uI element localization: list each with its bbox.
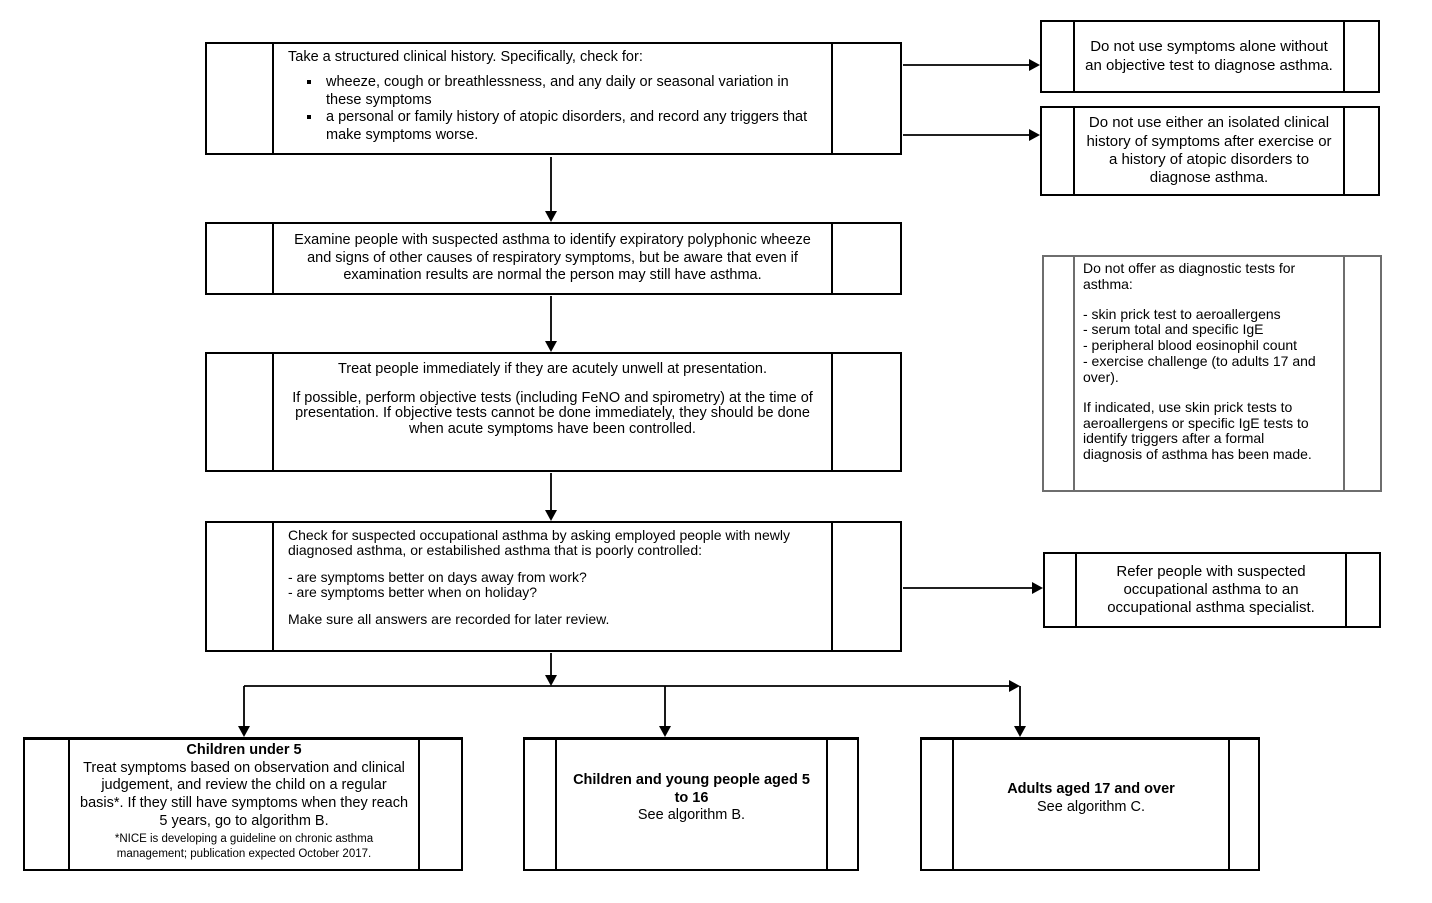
side-cell [1042,108,1075,194]
outcome1-body: Treat symptoms based on observation and … [80,759,409,829]
occupational-para1: Check for suspected occupational asthma … [288,527,790,559]
arrow-occupational-to-refer [903,582,1043,594]
treat-para1: Treat people immediately if they are acu… [337,361,768,377]
side-cell [831,523,900,650]
arrow-to-children-5-16 [659,686,671,737]
bullet-atopic-history: a personal or family history of atopic d… [322,109,817,144]
note3-item-eosinophil: - peripheral blood eosinophil count [1083,337,1298,354]
outcome-children-under-5: Children under 5 Treat symptoms based on… [23,737,463,871]
examine-text: Examine people with suspected asthma to … [294,232,811,284]
occupational-question2: - are symptoms better when on holiday? [288,584,538,601]
side-cell [25,740,70,869]
note3-item-serum-ige: - serum total and specific IgE [1083,321,1264,338]
branch-stem-arrow [545,653,557,686]
branch-horizontal-line [244,680,1020,692]
outcome-adults-17-and-over: Adults aged 17 and over See algorithm C. [920,737,1260,871]
note-isolated-history: Do not use either an isolated clinical h… [1040,106,1380,196]
arrow-examine-to-treat [545,296,557,352]
outcome-children-5-to-16: Children and young people aged 5 to 16 S… [523,737,859,871]
arrow-history-to-note2 [903,129,1040,141]
side-cell [1045,554,1077,626]
node-occupational-asthma: Check for suspected occupational asthma … [205,521,902,652]
note3-item-exercise: - exercise challenge (to adults 17 and o… [1083,353,1316,385]
note-do-not-offer-tests: Do not offer as diagnostic tests for ast… [1042,255,1382,492]
side-cell [1343,108,1378,194]
side-cell [207,354,274,470]
outcome2-body: See algorithm B. [637,807,746,824]
side-cell [207,224,274,293]
note4-text: Refer people with suspected occupational… [1107,562,1315,617]
treat-para2: If possible, perform objective tests (in… [292,389,813,437]
side-cell [1044,257,1075,490]
outcome2-title: Children and young people aged 5 to 16 [573,771,810,806]
outcome3-body: See algorithm C. [1037,798,1145,815]
side-cell [826,740,857,869]
clinical-history-intro: Take a structured clinical history. Spec… [288,49,643,65]
outcome1-footnote: *NICE is developing a guideline on chron… [114,833,374,861]
bullet-symptoms: wheeze, cough or breathlessness, and any… [322,74,817,109]
note-symptoms-alone: Do not use symptoms alone without an obj… [1040,20,1380,93]
note3-para: If indicated, use skin prick tests to ae… [1083,398,1312,463]
note2-text: Do not use either an isolated clinical h… [1086,114,1332,187]
node-examine: Examine people with suspected asthma to … [205,222,902,295]
arrow-to-adults-17 [1014,686,1026,737]
arrow-history-to-note1 [903,59,1040,71]
note3-heading: Do not offer as diagnostic tests for ast… [1083,260,1296,292]
side-cell [207,44,274,153]
arrow-history-to-examine [545,157,557,222]
side-cell [1042,22,1075,91]
occupational-question1: - are symptoms better on days away from … [288,568,587,585]
note-refer-specialist: Refer people with suspected occupational… [1043,552,1381,628]
occupational-para2: Make sure all answers are recorded for l… [288,610,610,627]
outcome1-title: Children under 5 [186,742,302,758]
side-cell [1228,740,1258,869]
side-cell [1345,554,1379,626]
side-cell [831,354,900,470]
side-cell [525,740,557,869]
side-cell [831,224,900,293]
arrow-to-children-under-5 [238,686,250,737]
side-cell [831,44,900,153]
clinical-history-bullets: wheeze, cough or breathlessness, and any… [288,74,817,144]
node-clinical-history: Take a structured clinical history. Spec… [205,42,902,155]
outcome3-title: Adults aged 17 and over [1007,780,1175,797]
side-cell [418,740,461,869]
side-cell [1343,22,1378,91]
arrow-treat-to-occupational [545,473,557,521]
side-cell [922,740,954,869]
note1-text: Do not use symptoms alone without an obj… [1085,38,1333,74]
side-cell [1343,257,1380,490]
side-cell [207,523,274,650]
node-treat-immediately: Treat people immediately if they are acu… [205,352,902,472]
note3-item-skin-prick: - skin prick test to aeroallergens [1083,305,1281,322]
